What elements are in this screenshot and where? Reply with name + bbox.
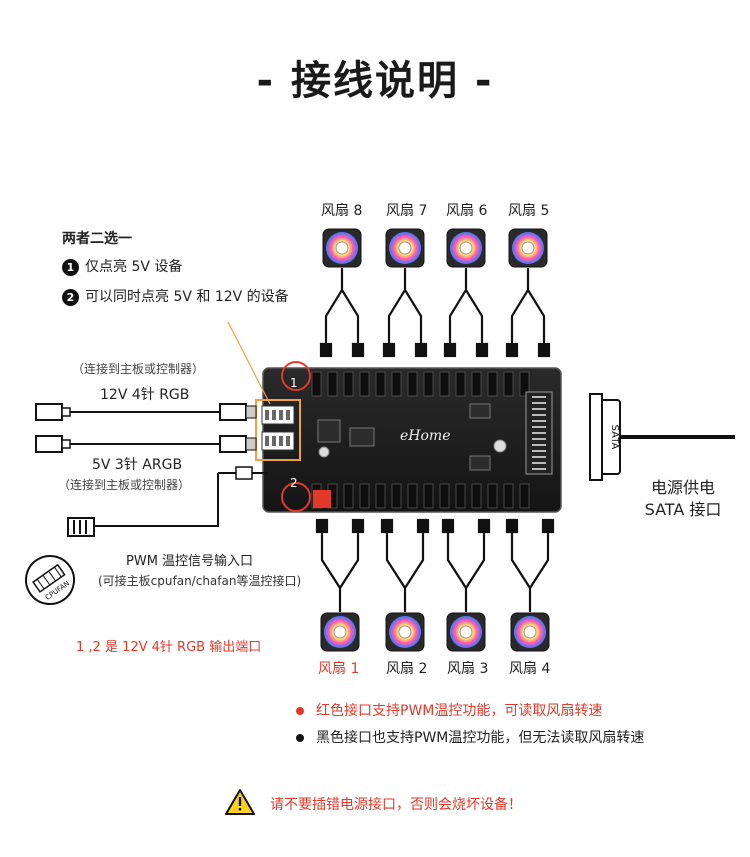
board-logo: eHome	[400, 428, 451, 444]
left-connector-bottom	[35, 435, 257, 453]
port-2-marker	[281, 482, 311, 512]
connect-note-top: （连接到主板或控制器）	[72, 362, 205, 376]
fan-5-icon	[508, 228, 548, 268]
choice-option-2: 2 可以同时点亮 5V 和 12V 的设备	[62, 286, 289, 306]
board-mark-2: 2	[290, 476, 298, 490]
legend-red-text: 红色接口支持PWM温控功能，可读取风扇转速	[316, 703, 603, 719]
top-fan-cables	[319, 268, 551, 358]
pwm-label: PWM 温控信号输入口	[126, 554, 254, 569]
fan-8-icon	[322, 228, 362, 268]
left-connector-top	[35, 403, 257, 421]
rgb-header-highlight	[255, 399, 301, 461]
warning-icon	[225, 789, 255, 815]
board-mark-1: 1	[290, 376, 298, 390]
pwm-red-header	[313, 490, 331, 508]
fan-7-icon	[385, 228, 425, 268]
legend-black-text: 黑色接口也支持PWM温控功能，但无法读取风扇转速	[316, 730, 645, 746]
fan-4-label: 风扇 4	[509, 661, 551, 677]
page-title: - 接线说明 -	[256, 58, 494, 104]
chip	[317, 419, 341, 443]
legend-black: 黑色接口也支持PWM温控功能，但无法读取风扇转速	[296, 727, 644, 747]
cpufan-icon: CPUFAN	[25, 555, 75, 605]
fan-4-icon	[510, 612, 550, 652]
pwm-note: (可接主板cpufan/chafan等温控接口)	[98, 574, 302, 588]
fan-6-label: 风扇 6	[446, 203, 488, 219]
capacitor	[318, 446, 330, 458]
pwm-input-cable	[67, 466, 268, 537]
chip	[469, 455, 491, 471]
argb-5v-label: 5V 3针 ARGB	[92, 457, 183, 473]
choice-heading: 两者二选一	[62, 231, 132, 247]
outputs-note: 1 ,2 是 12V 4针 RGB 输出端口	[76, 640, 262, 655]
number-2-icon: 2	[62, 288, 79, 306]
fan-1-label: 风扇 1	[318, 661, 360, 677]
power-label-line1: 电源供电	[650, 478, 715, 497]
number-1-icon: 1	[62, 258, 79, 276]
bottom-fan-cables	[315, 518, 555, 612]
fan-1-icon	[320, 612, 360, 652]
capacitor	[493, 439, 507, 453]
fan-6-icon	[446, 228, 486, 268]
fan-2-icon	[385, 612, 425, 652]
red-dot-icon	[296, 707, 304, 715]
port-1-marker	[281, 361, 311, 391]
connect-note-bottom: （连接到主板或控制器）	[58, 478, 191, 492]
power-label-line2: SATA 接口	[644, 500, 722, 519]
choice-option-1: 1 仅点亮 5V 设备	[62, 256, 182, 276]
choice-option-2-text: 可以同时点亮 5V 和 12V 的设备	[85, 289, 289, 305]
black-dot-icon	[296, 734, 304, 742]
fan-3-icon	[446, 612, 486, 652]
sata-power-connector: SATA	[589, 393, 735, 481]
sata-connector-label: SATA	[609, 425, 620, 450]
fan-8-label: 风扇 8	[321, 203, 363, 219]
chip	[469, 403, 491, 419]
fan-7-label: 风扇 7	[386, 203, 428, 219]
warning-text: 请不要插错电源接口，否则会烧坏设备！	[270, 797, 522, 813]
choice-option-1-text: 仅点亮 5V 设备	[85, 259, 183, 275]
legend-red: 红色接口支持PWM温控功能，可读取风扇转速	[296, 700, 602, 720]
fan-2-label: 风扇 2	[386, 661, 428, 677]
fan-3-label: 风扇 3	[447, 661, 489, 677]
chip	[349, 427, 375, 447]
top-headers	[311, 371, 530, 397]
rgb-12v-label: 12V 4针 RGB	[100, 387, 190, 403]
fan-5-label: 风扇 5	[508, 203, 550, 219]
choice-pointer-line	[227, 321, 271, 405]
